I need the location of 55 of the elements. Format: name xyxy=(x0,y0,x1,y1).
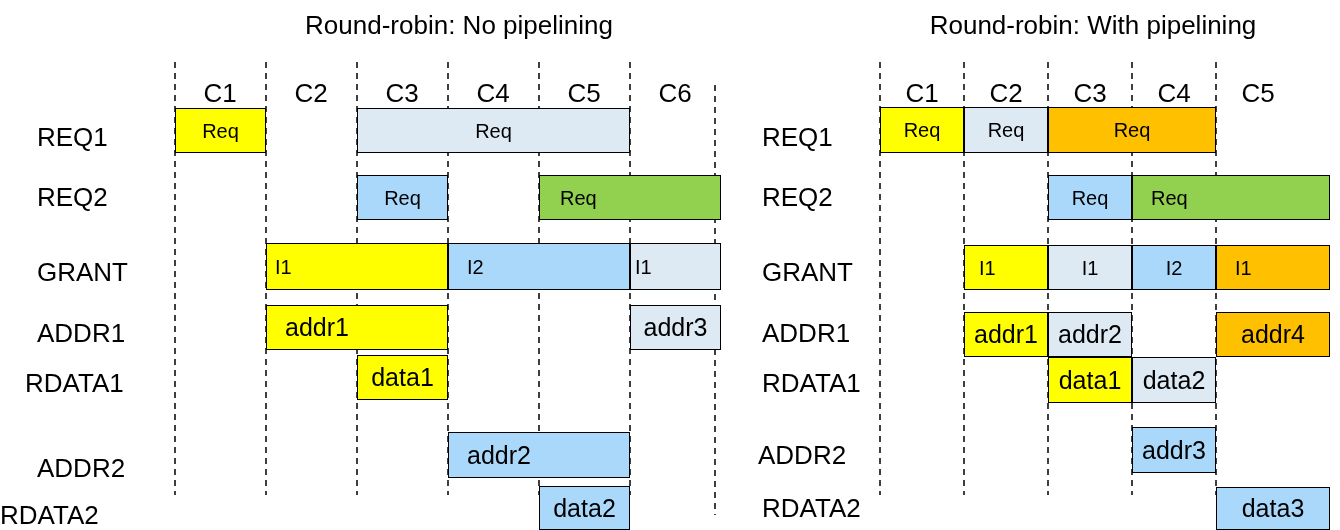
signal-bar: data2 xyxy=(539,486,630,530)
signal-name: REQ2 xyxy=(37,184,108,210)
signal-bar: Req xyxy=(357,175,448,220)
signal-name: ADDR1 xyxy=(37,320,126,346)
signal-bar: data3 xyxy=(1216,487,1330,530)
signal-bar: data1 xyxy=(357,355,448,400)
cycle-label: C1 xyxy=(905,80,939,106)
cycle-label: C4 xyxy=(476,80,510,106)
signal-name: REQ2 xyxy=(762,184,833,210)
signal-bar: Req xyxy=(1132,175,1330,220)
signal-bar: Req xyxy=(880,107,964,153)
cycle-label: C6 xyxy=(658,80,692,106)
cycle-label: C4 xyxy=(1157,80,1191,106)
signal-bar: addr2 xyxy=(448,432,630,478)
signal-bar: Req xyxy=(964,107,1048,153)
signal-bar: Req xyxy=(357,108,630,153)
signal-bar: addr1 xyxy=(266,305,448,350)
cycle-label: C2 xyxy=(989,80,1023,106)
signal-bar: I2 xyxy=(448,243,630,290)
signal-name: REQ1 xyxy=(37,124,108,150)
signal-bar: addr1 xyxy=(964,312,1048,357)
signal-name: GRANT xyxy=(762,259,853,285)
signal-bar: addr4 xyxy=(1216,312,1330,357)
signal-bar: Req xyxy=(1048,107,1216,153)
signal-bar: addr2 xyxy=(1048,312,1132,357)
signal-name: RDATA1 xyxy=(25,370,124,396)
signal-bar: data1 xyxy=(1048,357,1132,403)
cycle-label: C5 xyxy=(567,80,601,106)
cycle-label: C3 xyxy=(385,80,419,106)
signal-bar: Req xyxy=(539,175,721,220)
signal-bar: Req xyxy=(175,108,266,153)
signal-bar: data2 xyxy=(1132,357,1216,403)
signal-name: RDATA1 xyxy=(762,370,861,396)
cycle-label: C2 xyxy=(294,80,328,106)
signal-name: REQ1 xyxy=(762,124,833,150)
signal-bar: I1 xyxy=(266,243,448,290)
signal-name: RDATA2 xyxy=(0,502,99,528)
signal-name: ADDR1 xyxy=(762,320,851,346)
signal-bar: I2 xyxy=(1132,245,1216,290)
signal-name: GRANT xyxy=(37,259,128,285)
signal-bar: I1 xyxy=(1216,245,1330,290)
signal-name: ADDR2 xyxy=(758,442,847,468)
signal-bar: I1 xyxy=(1048,245,1132,290)
cycle-label: C3 xyxy=(1073,80,1107,106)
signal-name: ADDR2 xyxy=(37,455,126,481)
signal-bar: I1 xyxy=(630,243,721,290)
signal-bar: addr3 xyxy=(630,305,721,350)
signal-name: RDATA2 xyxy=(762,495,861,521)
signal-bar: addr3 xyxy=(1132,427,1216,473)
signal-bar: I1 xyxy=(964,245,1048,290)
cycle-label: C1 xyxy=(203,80,237,106)
cycle-label: C5 xyxy=(1241,80,1275,106)
panel-title: Round-robin: No pipelining xyxy=(305,12,613,38)
signal-bar: Req xyxy=(1048,175,1132,220)
panel-title: Round-robin: With pipelining xyxy=(929,12,1257,38)
